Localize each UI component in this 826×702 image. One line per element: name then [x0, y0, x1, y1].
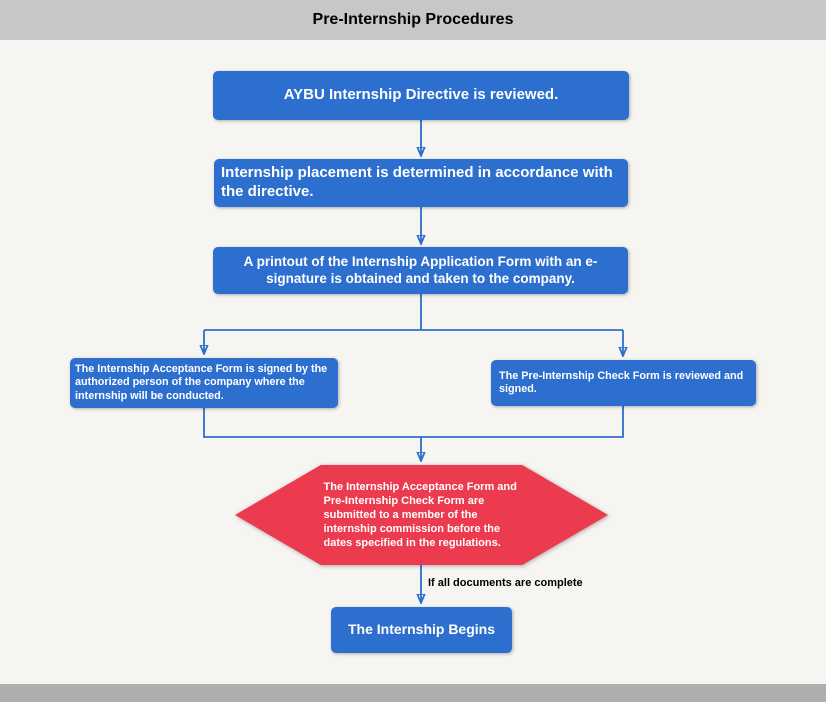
condition-label: If all documents are complete: [428, 577, 583, 589]
node-check-form-reviewed-label: The Pre-Internship Check Form is reviewe…: [499, 369, 744, 395]
node-internship-begins-label: The Internship Begins: [347, 621, 495, 638]
node-check-form-reviewed: The Pre-Internship Check Form is reviewe…: [491, 360, 756, 406]
footer-bar: [0, 684, 826, 702]
merge-connector: [203, 406, 624, 438]
decision-hexagon-shape: The Internship Acceptance Form and Pre-I…: [235, 465, 608, 565]
node-acceptance-form-signed-label: The Internship Acceptance Form is signed…: [75, 362, 328, 402]
node-application-form-printout: A printout of the Internship Application…: [213, 247, 628, 294]
page-title: Pre-Internship Procedures: [312, 11, 514, 28]
split-connector: [204, 294, 623, 331]
title-bar: Pre-Internship Procedures: [0, 0, 826, 40]
node-application-form-printout-label: A printout of the Internship Application…: [243, 253, 598, 286]
node-forms-submitted-decision-label: The Internship Acceptance Form and Pre-I…: [323, 480, 517, 550]
node-placement-determined-label: Internship placement is determined in ac…: [221, 164, 613, 200]
node-directive-reviewed: AYBU Internship Directive is reviewed.: [213, 71, 629, 120]
node-acceptance-form-signed: The Internship Acceptance Form is signed…: [70, 358, 338, 408]
node-forms-submitted-decision: The Internship Acceptance Form and Pre-I…: [235, 465, 608, 565]
node-directive-reviewed-label: AYBU Internship Directive is reviewed.: [283, 86, 559, 104]
node-placement-determined: Internship placement is determined in ac…: [214, 159, 628, 207]
node-internship-begins: The Internship Begins: [331, 607, 512, 653]
